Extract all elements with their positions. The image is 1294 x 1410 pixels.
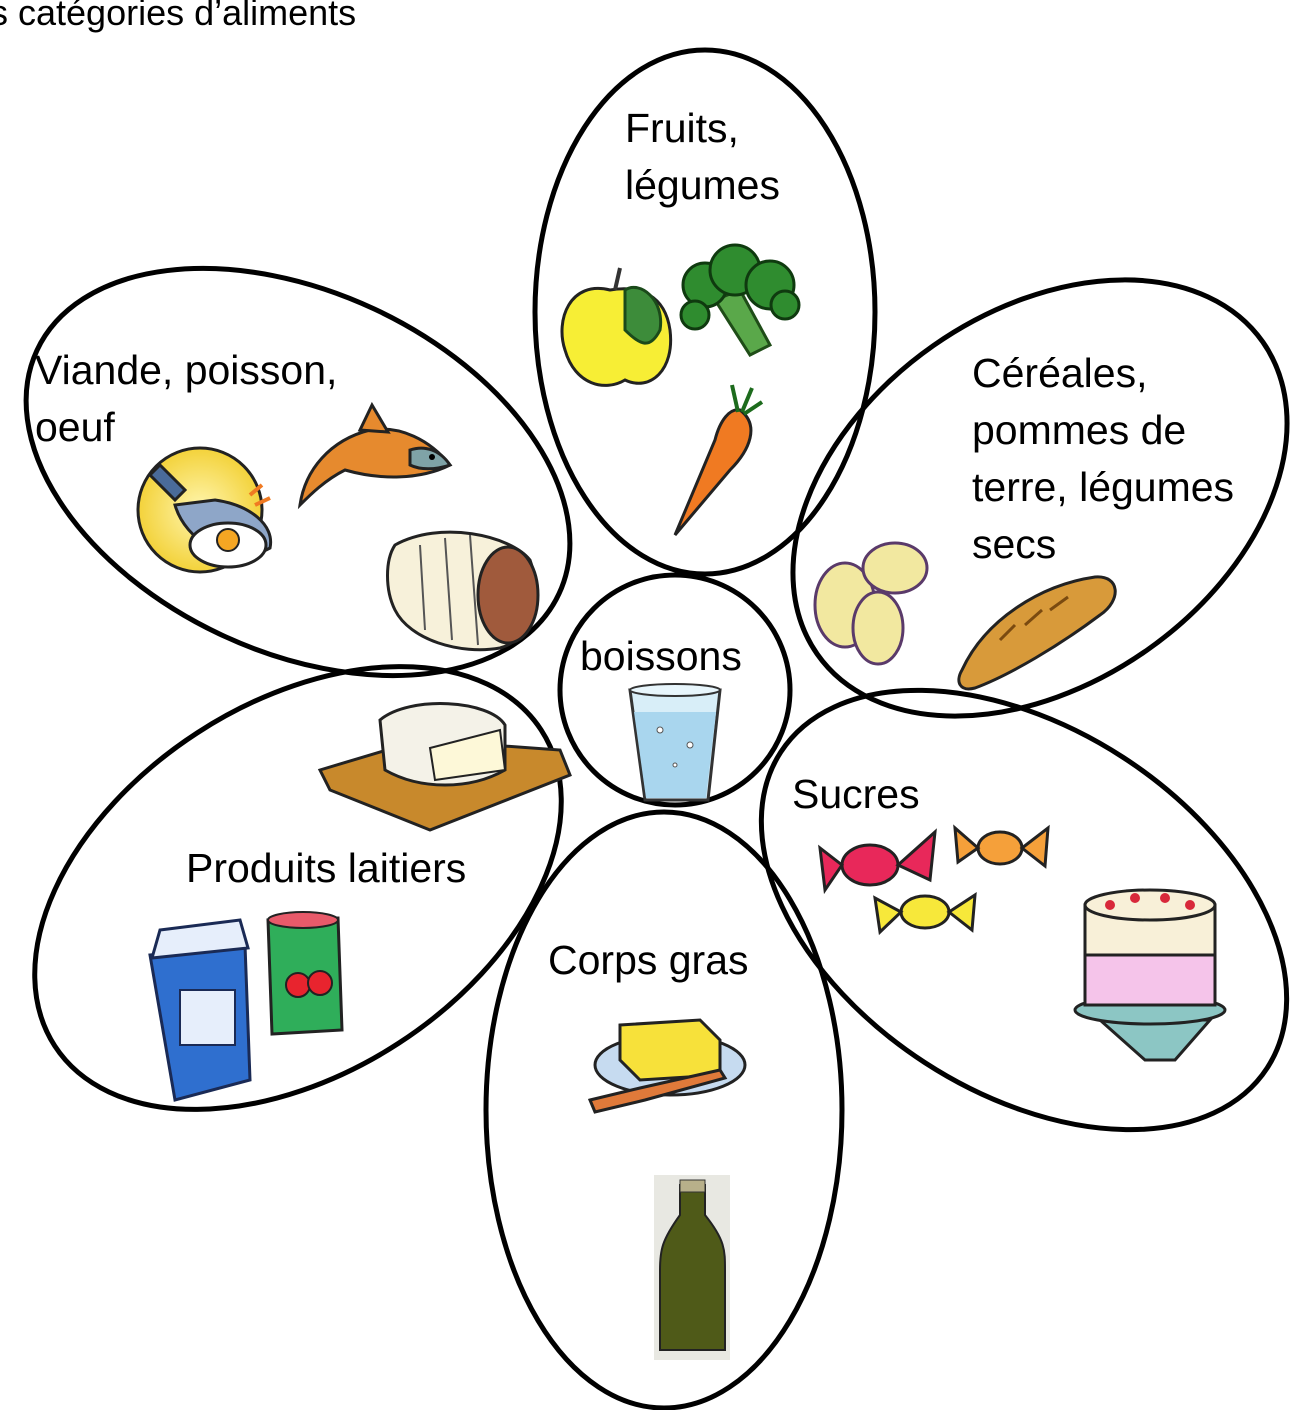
- label-fruits-legumes: Fruits, légumes: [625, 100, 780, 214]
- candy-icon: [820, 828, 1048, 932]
- cake-icon: [1075, 890, 1225, 1060]
- label-cereales: Céréales, pommes de terre, légumes secs: [972, 345, 1234, 573]
- label-boissons: boissons: [580, 628, 742, 685]
- bread-icon: [959, 577, 1115, 689]
- yogurt-icon: [268, 912, 342, 1034]
- cheese-board-icon: [320, 704, 570, 830]
- label-produits-laitiers: Produits laitiers: [186, 840, 466, 897]
- fried-egg-icon: [138, 448, 271, 572]
- carrot-icon: [675, 385, 762, 535]
- label-viande-poisson-oeuf: Viande, poisson, oeuf: [35, 342, 337, 456]
- broccoli-icon: [681, 245, 799, 355]
- oil-bottle-icon: [654, 1175, 730, 1360]
- label-corps-gras: Corps gras: [548, 932, 749, 989]
- ham-icon: [388, 532, 539, 650]
- milk-carton-icon: [150, 920, 250, 1100]
- apple-icon: [562, 268, 671, 385]
- potatoes-icon: [815, 543, 927, 664]
- label-sucres: Sucres: [792, 766, 920, 823]
- butter-icon: [590, 1020, 745, 1112]
- water-glass-icon: [630, 684, 720, 800]
